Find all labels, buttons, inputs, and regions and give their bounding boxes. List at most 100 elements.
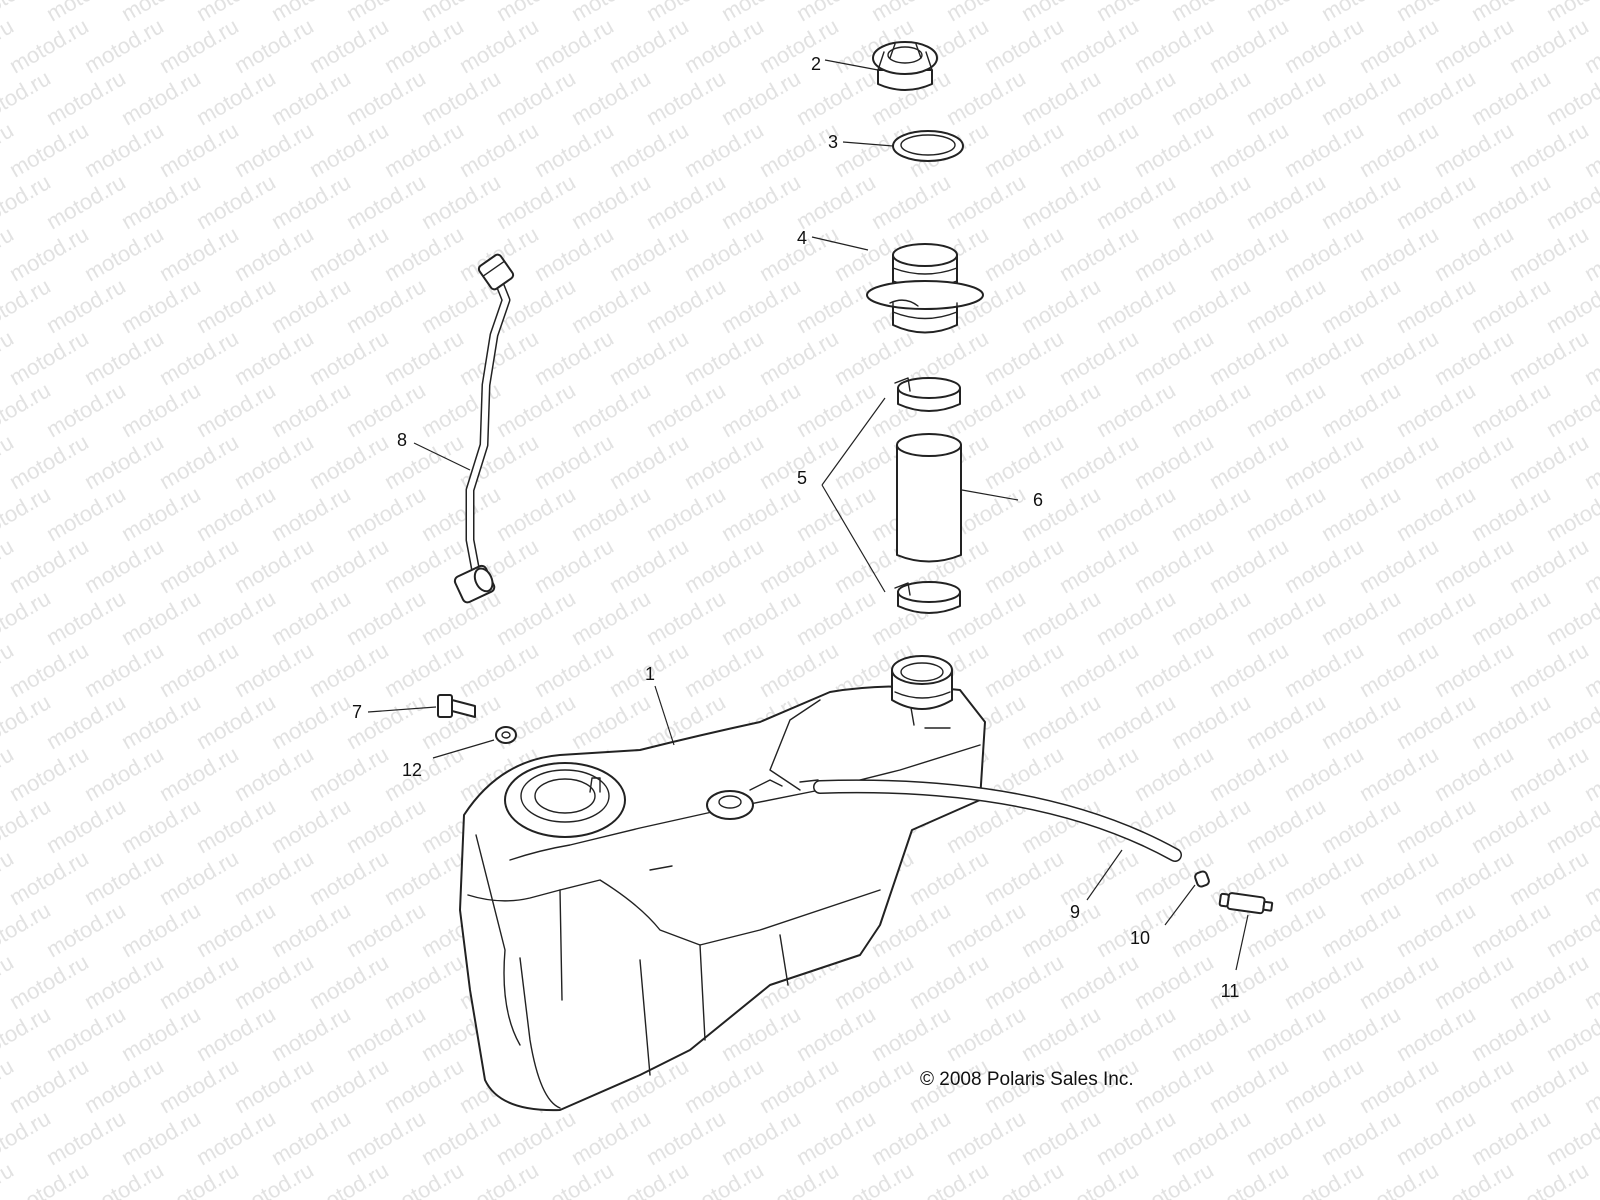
watermark-text: motod.ru bbox=[80, 533, 168, 598]
watermark-text: motod.ru bbox=[0, 689, 55, 754]
watermark-text: motod.ru bbox=[455, 637, 543, 702]
watermark-text: motod.ru bbox=[867, 1105, 955, 1170]
watermark-text: motod.ru bbox=[455, 13, 543, 78]
watermark-text: motod.ru bbox=[230, 949, 318, 1014]
watermark-text: motod.ru bbox=[1430, 13, 1518, 78]
watermark-text: motod.ru bbox=[1505, 845, 1593, 910]
watermark-text: motod.ru bbox=[0, 377, 55, 442]
watermark-text: motod.ru bbox=[1392, 65, 1480, 130]
watermark-text: motod.ru bbox=[117, 1105, 205, 1170]
watermark-text: motod.ru bbox=[1467, 689, 1555, 754]
watermark-text: motod.ru bbox=[1017, 1001, 1105, 1066]
watermark-text: motod.ru bbox=[1355, 13, 1443, 78]
watermark-text: motod.ru bbox=[342, 585, 430, 650]
watermark-text: motod.ru bbox=[1092, 169, 1180, 234]
callout-6: 6 bbox=[1033, 490, 1043, 510]
end-cap[interactable] bbox=[1194, 870, 1210, 888]
watermark-text: motod.ru bbox=[1317, 65, 1405, 130]
callout-9: 9 bbox=[1070, 902, 1080, 922]
watermark-text: motod.ru bbox=[1055, 429, 1143, 494]
watermark-text: motod.ru bbox=[192, 689, 280, 754]
watermark-text: motod.ru bbox=[455, 1157, 543, 1200]
filler-neck[interactable] bbox=[866, 243, 984, 334]
watermark-text: motod.ru bbox=[342, 481, 430, 546]
watermark-text: motod.ru bbox=[1205, 117, 1293, 182]
watermark-text: motod.ru bbox=[230, 429, 318, 494]
watermark-text: motod.ru bbox=[1017, 897, 1105, 962]
watermark-text: motod.ru bbox=[680, 637, 768, 702]
watermark-text: motod.ru bbox=[1280, 13, 1368, 78]
watermark-text: motod.ru bbox=[1505, 741, 1593, 806]
watermark-text: motod.ru bbox=[305, 637, 393, 702]
callout-10: 10 bbox=[1130, 928, 1150, 948]
watermark-text: motod.ru bbox=[1205, 1157, 1293, 1200]
watermark-text: motod.ru bbox=[80, 741, 168, 806]
watermark-text: motod.ru bbox=[1280, 1053, 1368, 1118]
watermark-text: motod.ru bbox=[792, 169, 880, 234]
hose-clamp-lower[interactable] bbox=[894, 581, 961, 614]
watermark-text: motod.ru bbox=[1392, 169, 1480, 234]
watermark-text: motod.ru bbox=[680, 533, 768, 598]
cap-gasket[interactable] bbox=[892, 130, 964, 162]
watermark-text: motod.ru bbox=[305, 221, 393, 286]
watermark-text: motod.ru bbox=[305, 741, 393, 806]
watermark-text: motod.ru bbox=[530, 325, 618, 390]
watermark-text: motod.ru bbox=[680, 1157, 768, 1200]
washer[interactable] bbox=[495, 726, 517, 744]
bolt[interactable] bbox=[437, 694, 476, 718]
watermark-text: motod.ru bbox=[1355, 533, 1443, 598]
watermark-text: motod.ru bbox=[680, 429, 768, 494]
hose-clamp-upper[interactable] bbox=[894, 377, 961, 412]
watermark-text: motod.ru bbox=[80, 221, 168, 286]
watermark-text: motod.ru bbox=[605, 429, 693, 494]
watermark-text: motod.ru bbox=[642, 169, 730, 234]
watermark-text: motod.ru bbox=[567, 169, 655, 234]
watermark-text: motod.ru bbox=[1317, 1001, 1405, 1066]
watermark-text: motod.ru bbox=[717, 169, 805, 234]
vent-line[interactable] bbox=[453, 253, 515, 604]
watermark-text: motod.ru bbox=[1205, 533, 1293, 598]
watermark-text: motod.ru bbox=[380, 221, 468, 286]
watermark-text: motod.ru bbox=[1242, 1105, 1330, 1170]
watermark-text: motod.ru bbox=[1130, 117, 1218, 182]
filler-cap[interactable] bbox=[872, 41, 938, 91]
fitting[interactable] bbox=[1218, 892, 1274, 915]
leader-lines bbox=[367, 59, 1249, 971]
watermark-text: motod.ru bbox=[980, 325, 1068, 390]
watermark-text: motod.ru bbox=[305, 13, 393, 78]
filler-hose[interactable] bbox=[896, 433, 962, 563]
watermark-text: motod.ru bbox=[80, 1053, 168, 1118]
watermark-text: motod.ru bbox=[1467, 793, 1555, 858]
watermark-text: motod.ru bbox=[1242, 689, 1330, 754]
watermark-text: motod.ru bbox=[717, 377, 805, 442]
watermark-text: motod.ru bbox=[642, 481, 730, 546]
watermark-text: motod.ru bbox=[1130, 949, 1218, 1014]
watermark-text: motod.ru bbox=[155, 845, 243, 910]
watermark-text: motod.ru bbox=[42, 1001, 130, 1066]
watermark-text: motod.ru bbox=[942, 169, 1030, 234]
watermark-text: motod.ru bbox=[305, 429, 393, 494]
watermark-text: motod.ru bbox=[1392, 1001, 1480, 1066]
watermark-text: motod.ru bbox=[1430, 325, 1518, 390]
watermark-text: motod.ru bbox=[1017, 481, 1105, 546]
watermark-text: motod.ru bbox=[1392, 1105, 1480, 1170]
watermark-text: motod.ru bbox=[0, 585, 55, 650]
watermark-text: motod.ru bbox=[1130, 533, 1218, 598]
watermark-text: motod.ru bbox=[980, 221, 1068, 286]
watermark-text: motod.ru bbox=[1017, 689, 1105, 754]
watermark-text: motod.ru bbox=[980, 1157, 1068, 1200]
watermark-text: motod.ru bbox=[192, 65, 280, 130]
watermark-text: motod.ru bbox=[80, 117, 168, 182]
watermark-text: motod.ru bbox=[1055, 533, 1143, 598]
watermark-text: motod.ru bbox=[642, 65, 730, 130]
watermark-text: motod.ru bbox=[1280, 741, 1368, 806]
watermark-text: motod.ru bbox=[1092, 65, 1180, 130]
watermark-text: motod.ru bbox=[117, 169, 205, 234]
callout-3: 3 bbox=[828, 132, 838, 152]
watermark-text: motod.ru bbox=[0, 65, 55, 130]
vent-hose[interactable] bbox=[813, 779, 1182, 862]
watermark-text: motod.ru bbox=[192, 273, 280, 338]
watermark-text: motod.ru bbox=[1505, 637, 1593, 702]
watermark-text: motod.ru bbox=[380, 637, 468, 702]
watermark-text: motod.ru bbox=[755, 325, 843, 390]
